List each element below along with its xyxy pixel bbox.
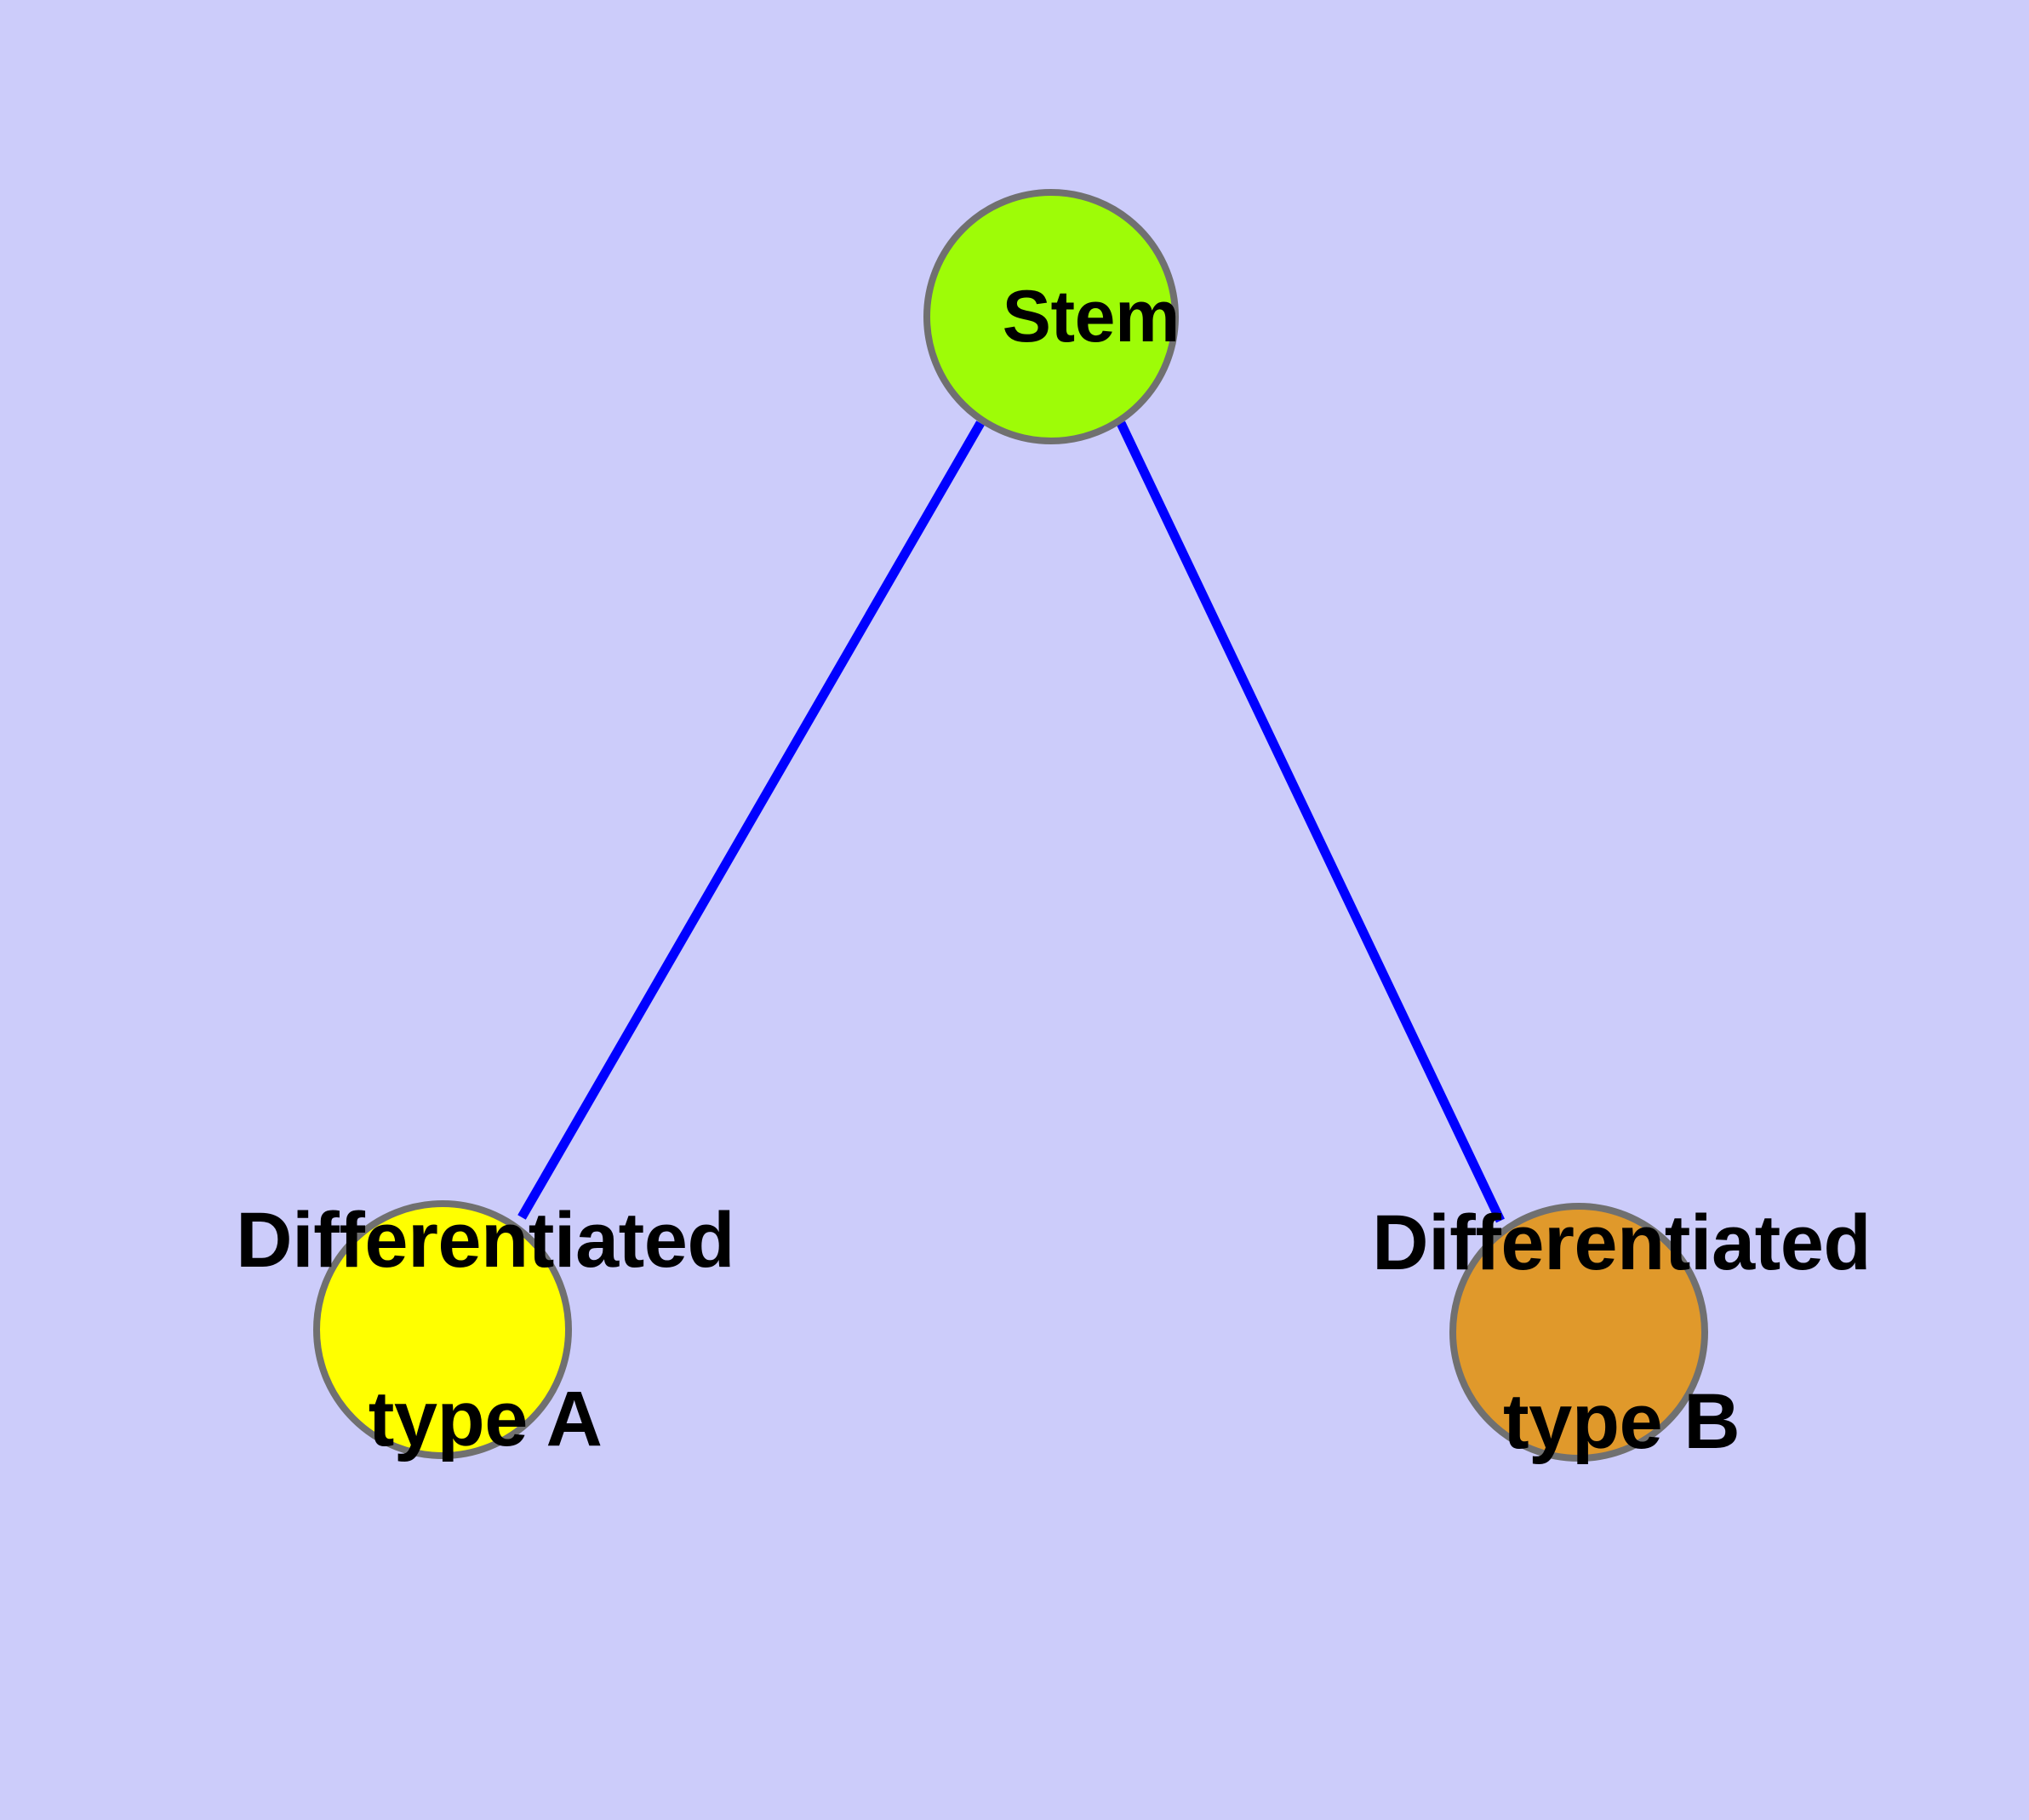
edge-layer	[517, 421, 1505, 1223]
edge-stem-to-type-b	[1117, 421, 1505, 1223]
node-stem[interactable]	[923, 189, 1179, 444]
edge-stem-to-type-a	[517, 421, 985, 1220]
node-differentiated-type-b[interactable]	[1449, 1203, 1708, 1462]
node-layer	[313, 189, 1708, 1462]
node-differentiated-type-a[interactable]	[313, 1200, 572, 1459]
